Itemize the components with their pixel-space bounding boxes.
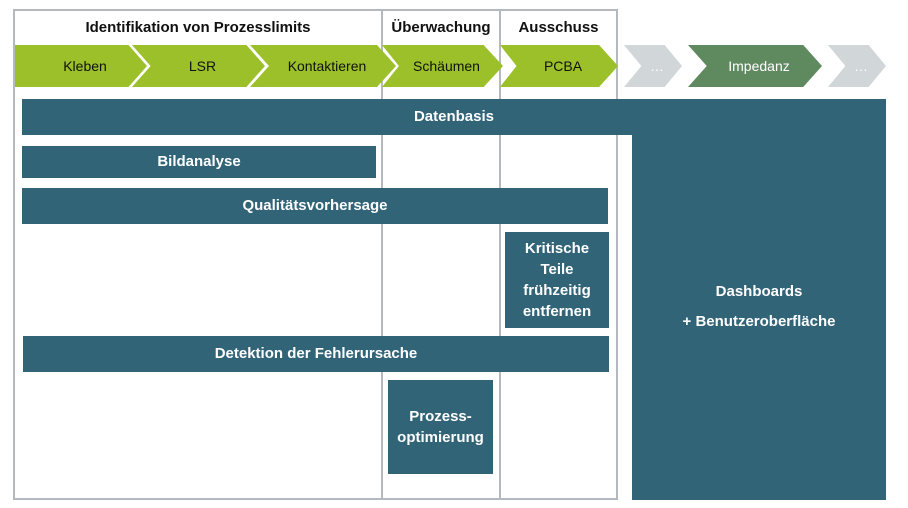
dashboards-line-2: + Benutzeroberfläche bbox=[682, 312, 836, 330]
process-step-label: PCBA bbox=[543, 58, 583, 74]
process-step-pcba: PCBA bbox=[500, 45, 618, 87]
block-kritische-teile: Kritische Teile frühzeitig entfernen bbox=[505, 232, 609, 328]
process-step-kleben: Kleben bbox=[15, 45, 147, 87]
process-step-ellipsis-1: … bbox=[624, 45, 682, 87]
kritische-teile-line-4: entfernen bbox=[522, 303, 592, 320]
phase-matrix-frame bbox=[13, 9, 618, 500]
prozessoptimierung-line-2: optimierung bbox=[397, 429, 484, 446]
process-step-impedanz: Impedanz bbox=[688, 45, 822, 87]
dashboards-line-1: Dashboards bbox=[715, 282, 803, 300]
process-step-ellipsis-2: … bbox=[828, 45, 886, 87]
process-step-label: Kontaktieren bbox=[287, 58, 367, 74]
block-dashboards: Dashboards + Benutzeroberfläche bbox=[632, 99, 886, 500]
phase-header-ausschuss: Ausschuss bbox=[518, 18, 599, 36]
process-step-lsr: LSR bbox=[132, 45, 265, 87]
block-prozessoptimierung: Prozess- optimierung bbox=[388, 380, 493, 474]
process-step-label: Schäumen bbox=[413, 58, 480, 74]
process-step-kontaktieren: Kontaktieren bbox=[250, 45, 396, 87]
bar-qualitaetsvorhersage: Qualitätsvorhersage bbox=[22, 188, 608, 224]
phase-divider-2 bbox=[499, 9, 501, 500]
process-step-label: … bbox=[854, 58, 868, 74]
phase-header-ueberwachung: Überwachung bbox=[391, 18, 491, 36]
process-step-label: … bbox=[650, 58, 664, 74]
phase-divider-1 bbox=[381, 9, 383, 500]
process-step-label: LSR bbox=[188, 58, 217, 74]
kritische-teile-line-3: frühzeitig bbox=[523, 282, 591, 299]
phase-header-identifikation: Identifikation von Prozesslimits bbox=[85, 18, 311, 36]
kritische-teile-line-2: Teile bbox=[540, 261, 574, 278]
process-step-label: Kleben bbox=[63, 58, 107, 74]
bar-bildanalyse: Bildanalyse bbox=[22, 146, 376, 178]
process-step-schaeumen: Schäumen bbox=[382, 45, 503, 87]
bar-detektion-fehlerursache: Detektion der Fehlerursache bbox=[23, 336, 609, 372]
process-step-label: Impedanz bbox=[728, 58, 790, 74]
kritische-teile-line-1: Kritische bbox=[524, 240, 590, 257]
prozessoptimierung-line-1: Prozess- bbox=[409, 408, 472, 425]
